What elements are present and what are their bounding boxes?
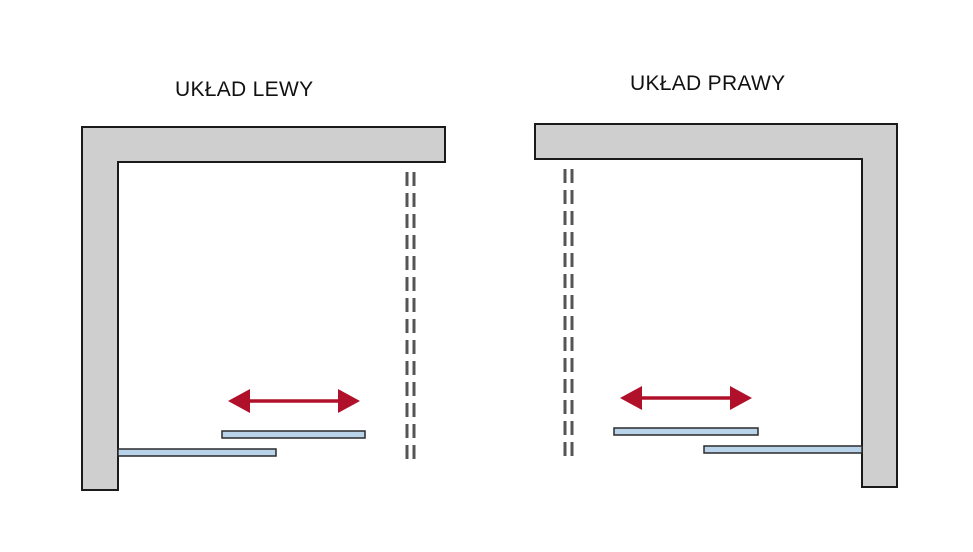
right-wall [534,123,898,488]
right-sliding-panel [613,427,759,436]
right-layout [534,123,898,488]
right-fixed-panel [703,445,863,454]
left-sliding-panel [221,430,366,439]
left-layout-title: UKŁAD LEWY [175,78,314,101]
left-wall [81,126,446,491]
right-slide-arrow [620,386,752,410]
left-layout [81,126,446,491]
right-layout-title: UKŁAD PRAWY [630,72,786,95]
left-fixed-panel [117,448,277,457]
left-slide-arrow [228,389,360,413]
